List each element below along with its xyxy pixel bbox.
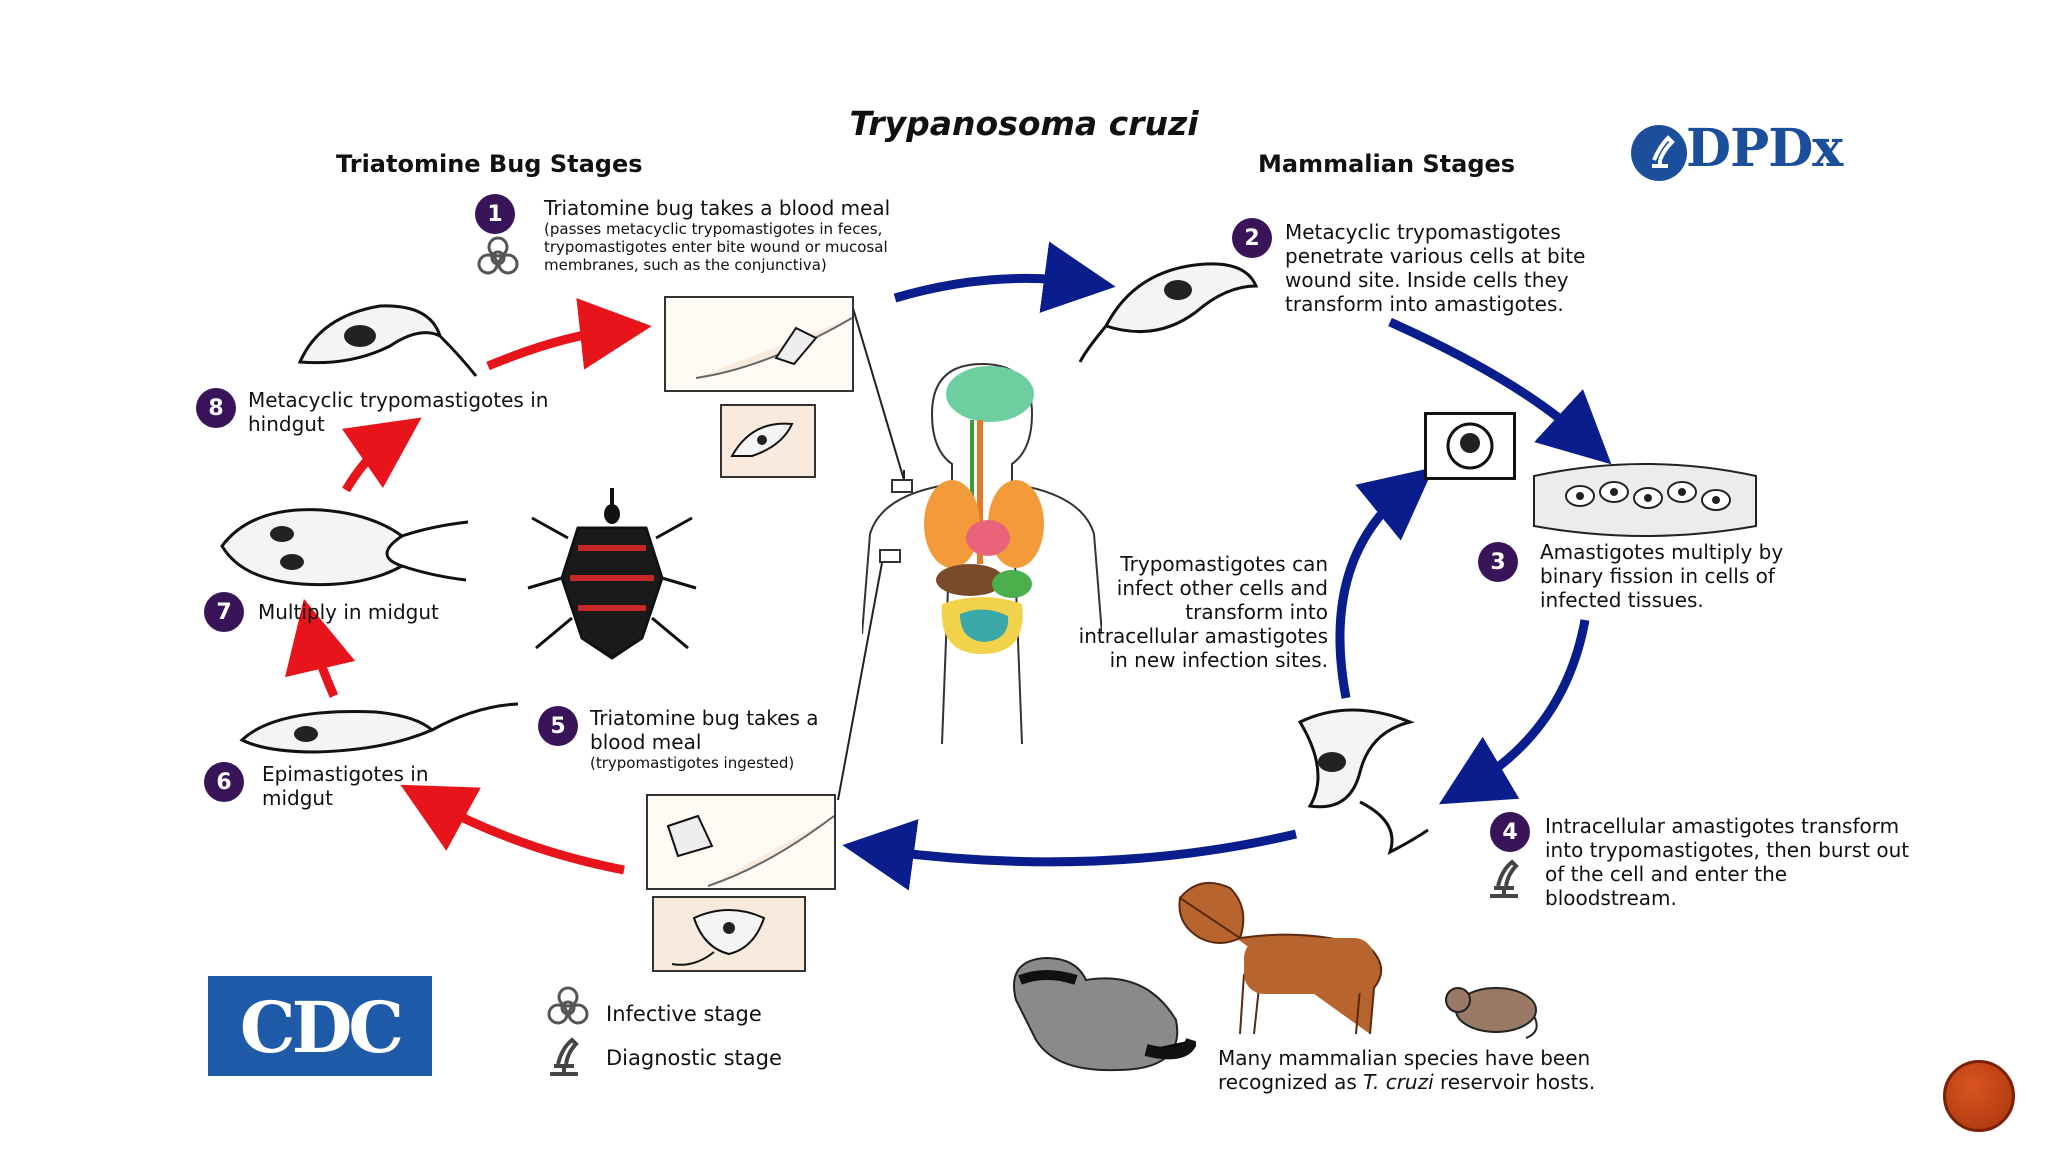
arrow-5-to-6 — [400, 784, 625, 875]
epimastigote-drawing — [239, 702, 519, 754]
human-body-drawing — [862, 363, 1102, 744]
step-6-badge: 6 — [204, 762, 244, 802]
arrow-3-to-4 — [1438, 619, 1590, 805]
step-3-badge: 3 — [1478, 542, 1518, 582]
step-5-text: Triatomine bug takes a blood meal (trypo… — [590, 706, 870, 772]
bloodstream-trypomastigote-drawing — [1297, 708, 1429, 855]
step-5-label: Triatomine bug takes a blood meal — [590, 706, 819, 754]
arrow-8-to-1 — [486, 298, 652, 371]
trypomastigote-inset-top — [720, 404, 816, 478]
step-2-text: Metacyclic trypomastigotes penetrate var… — [1285, 220, 1586, 316]
bloodstream-trypomastigote-small-drawing — [671, 909, 766, 966]
dpdx-logo: DPDx — [1628, 118, 1868, 184]
metacyclic-trypomastigote-drawing — [297, 304, 478, 377]
bug-stages-heading: Triatomine Bug Stages — [336, 150, 643, 178]
step-7-text: Multiply in midgut — [258, 600, 439, 624]
step-6-text: Epimastigotes in midgut — [262, 762, 429, 810]
reservoir-note-species: T. cruzi — [1363, 1070, 1434, 1094]
dpdx-microscope-icon — [1631, 125, 1687, 181]
step-2-badge: 2 — [1232, 218, 1272, 258]
microscope-icon — [1490, 859, 1519, 898]
step-1-label: Triatomine bug takes a blood meal — [544, 196, 891, 220]
step-3-text: Amastigotes multiply by binary fission i… — [1540, 540, 1784, 612]
triatomine-bug-drawing — [527, 488, 697, 660]
diagram-title: Trypanosoma cruzi — [849, 104, 1199, 143]
bug-feeding-inset-bottom — [646, 794, 836, 890]
trypomastigote-small-drawing — [730, 422, 794, 457]
step-8-badge: 8 — [196, 388, 236, 428]
bug-feeding-drawing-top — [695, 317, 853, 379]
slide-nav-button[interactable] — [1943, 1060, 2015, 1132]
cdc-logo: CDC — [208, 976, 432, 1076]
infected-tissue-drawing — [1533, 463, 1757, 537]
arrow-1-to-2 — [893, 241, 1116, 313]
step-5-note: (trypomastigotes ingested) — [590, 754, 795, 772]
reservoir-note: Many mammalian species have been recogni… — [1218, 1046, 1658, 1094]
reinfection-note: Trypomastigotes can infect other cells a… — [1078, 552, 1328, 672]
raccoon-drawing — [1013, 956, 1196, 1072]
legend-microscope-icon — [550, 1037, 579, 1076]
dpdx-wordmark: DPDx — [1686, 118, 1843, 179]
step-4-text: Intracellular amastigotes transform into… — [1545, 814, 1910, 910]
step-4-badge: 4 — [1490, 812, 1530, 852]
arrow-7-to-8 — [341, 417, 422, 493]
reservoir-note-post: reservoir hosts. — [1433, 1070, 1596, 1094]
infected-cell-inset — [1424, 412, 1516, 480]
arrow-2-to-3 — [1388, 317, 1612, 465]
step-1-note: (passes metacyclic trypomastigotes in fe… — [544, 220, 888, 274]
legend-biohazard-icon — [547, 986, 589, 1025]
legend-diagnostic: Diagnostic stage — [606, 1046, 782, 1070]
step-5-badge: 5 — [538, 706, 578, 746]
metacyclic-trypomastigote-penetrating-drawing — [1078, 262, 1259, 363]
legend-infective: Infective stage — [606, 1002, 762, 1026]
arrow-4-to-3-reinfect — [1335, 467, 1434, 699]
cdc-wordmark: CDC — [239, 986, 404, 1069]
bug-feeding-inset-top — [664, 296, 854, 392]
bug-feeding-drawing-bottom — [666, 814, 835, 887]
arrow-6-to-7 — [285, 598, 356, 698]
dog-drawing — [1178, 881, 1382, 1035]
step-7-badge: 7 — [204, 592, 244, 632]
mammal-stages-heading: Mammalian Stages — [1258, 150, 1516, 178]
reservoir-note-pre: Many mammalian species have been recogni… — [1218, 1046, 1591, 1094]
step-1-badge: 1 — [475, 194, 515, 234]
biohazard-icon — [477, 236, 519, 275]
step-1-text: Triatomine bug takes a blood meal (passe… — [544, 196, 964, 274]
arrow-4-to-5 — [842, 819, 1298, 891]
rat-drawing — [1445, 987, 1538, 1039]
connector-bottom — [837, 551, 885, 801]
step-8-text: Metacyclic trypomastigotes in hindgut — [248, 388, 549, 436]
amastigote-cell-drawing — [1446, 422, 1494, 470]
dividing-epimastigote-drawing — [220, 508, 469, 587]
trypomastigote-inset-bottom — [652, 896, 806, 972]
